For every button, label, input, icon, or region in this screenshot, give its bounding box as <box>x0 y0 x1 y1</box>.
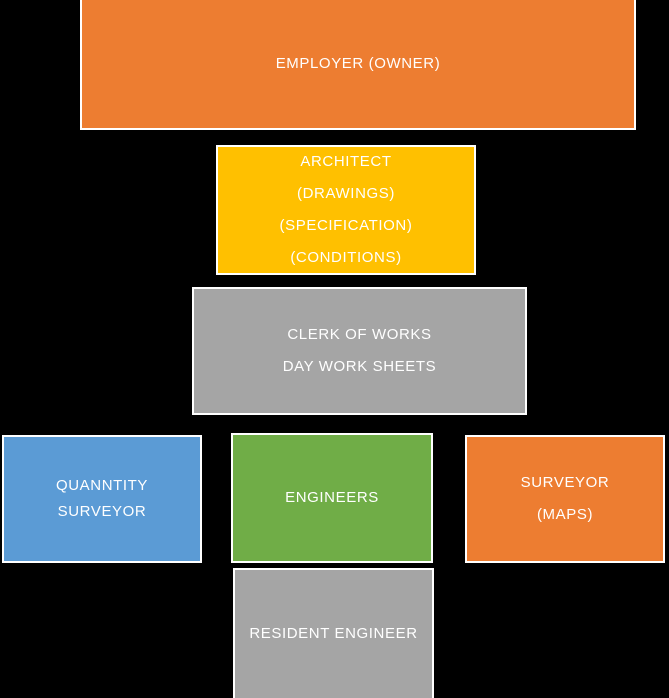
node-label: RESIDENT ENGINEER <box>249 625 418 642</box>
node-label: CLERK OF WORKS <box>287 326 432 343</box>
node-label: (MAPS) <box>536 506 594 523</box>
node-label: QUANNTITY <box>55 477 149 494</box>
node-employer-owner[interactable]: EMPLOYER (OWNER) <box>80 0 636 130</box>
node-label: SURVEYOR <box>520 474 610 491</box>
node-architect[interactable]: ARCHITECT (DRAWINGS) (SPECIFICATION) (CO… <box>216 145 476 275</box>
node-surveyor-maps[interactable]: SURVEYOR (MAPS) <box>465 435 665 563</box>
node-label: (DRAWINGS) <box>297 185 395 202</box>
node-label: (CONDITIONS) <box>290 249 402 266</box>
node-clerk-of-works[interactable]: CLERK OF WORKS DAY WORK SHEETS <box>192 287 527 415</box>
node-quantity-surveyor[interactable]: QUANNTITY SURVEYOR <box>2 435 202 563</box>
node-engineers[interactable]: ENGINEERS <box>231 433 433 563</box>
node-resident-engineer[interactable]: RESIDENT ENGINEER <box>233 568 434 698</box>
node-label: SURVEYOR <box>57 503 147 520</box>
node-label: EMPLOYER (OWNER) <box>275 55 441 72</box>
node-label: DAY WORK SHEETS <box>282 358 437 375</box>
node-label: ENGINEERS <box>285 489 379 506</box>
node-label: (SPECIFICATION) <box>279 217 413 234</box>
node-label: ARCHITECT <box>300 153 392 170</box>
